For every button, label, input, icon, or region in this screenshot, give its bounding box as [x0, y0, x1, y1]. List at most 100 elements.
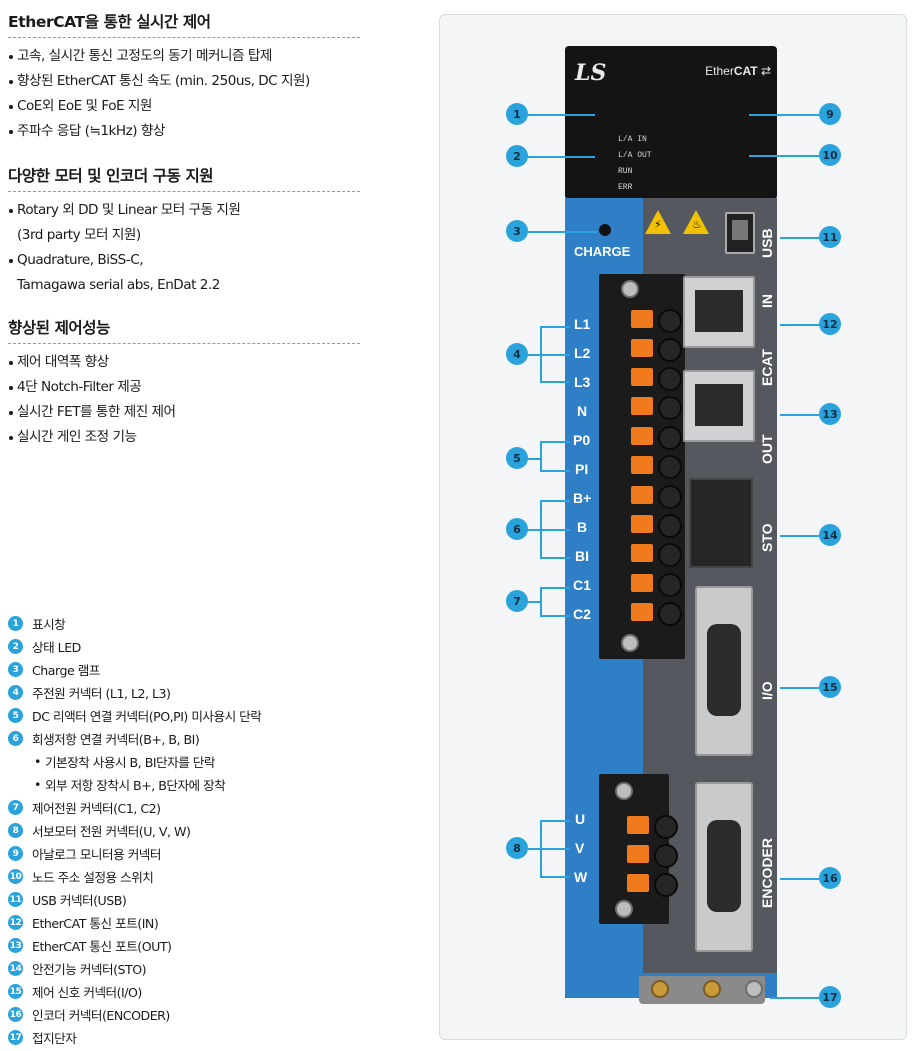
legend-subitem: 외부 저항 장착시 B+, B단자에 장착 — [8, 773, 348, 796]
callout-3: 3 — [506, 220, 528, 242]
terminal-pin — [631, 426, 682, 450]
callout-7: 7 — [506, 590, 528, 612]
callout-6: 6 — [506, 518, 528, 540]
feature-item: 주파수 응답 (≒1kHz) 향상 — [8, 119, 360, 144]
legend-item: 12 EtherCAT 통신 포트(IN) — [8, 911, 348, 934]
terminal-label-c2: C2 — [573, 606, 591, 622]
feature-section-ethercat: EtherCAT을 통한 실시간 제어 고속, 실시간 통신 고정도의 동기 메… — [8, 10, 360, 144]
terminal-pin — [631, 602, 682, 626]
callout-10: 10 — [819, 144, 841, 166]
callout-line — [527, 848, 541, 850]
terminal-label-p0: P0 — [573, 432, 591, 448]
terminal-label-pi: PI — [575, 461, 589, 477]
callout-line — [540, 820, 570, 822]
legend-text: 서보모터 전원 커넥터(U, V, W) — [32, 824, 191, 839]
callout-line — [749, 114, 819, 116]
legend-number: 8 — [8, 823, 23, 838]
callout-line — [540, 500, 570, 502]
feature-text: 실시간 게인 조정 기능 — [17, 429, 137, 445]
callout-11: 11 — [819, 226, 841, 248]
terminal-pin — [631, 309, 682, 333]
callout-line — [527, 458, 541, 460]
ethercat-logo-bold: CAT — [733, 64, 758, 78]
legend-text: USB 커넥터(USB) — [32, 893, 127, 908]
legend-text: EtherCAT 통신 포트(IN) — [32, 916, 159, 931]
callout-14: 14 — [819, 524, 841, 546]
feature-section-motor: 다양한 모터 및 인코더 구동 지원 Rotary 외 DD 및 Linear … — [8, 164, 360, 298]
legend-text: 회생저항 연결 커넥터(B+, B, BI) — [32, 732, 200, 747]
legend-number: 6 — [8, 731, 23, 746]
screw-icon — [615, 900, 633, 918]
legend-text: 표시창 — [32, 617, 66, 632]
feature-item: Quadrature, BiSS-C, Tamagawa serial abs,… — [8, 248, 360, 298]
feature-item: 제어 대역폭 향상 — [8, 350, 360, 375]
feature-text-cont: Tamagawa serial abs, EnDat 2.2 — [17, 277, 220, 293]
terminal-pin — [631, 573, 682, 597]
terminal-label-c1: C1 — [573, 577, 591, 593]
ls-logo: LS — [575, 60, 607, 86]
callout-line — [540, 441, 570, 443]
feature-text: 고속, 실시간 통신 고정도의 동기 메커니즘 탑제 — [17, 48, 272, 64]
terminal-pin — [631, 338, 682, 362]
ground-symbol-icon — [745, 980, 763, 998]
encoder-connector — [695, 782, 753, 952]
ground-screw-icon — [651, 980, 669, 998]
callout-line — [540, 587, 570, 589]
feature-item: Rotary 외 DD 및 Linear 모터 구동 지원 (3rd party… — [8, 198, 360, 248]
section-title: EtherCAT을 통한 실시간 제어 — [8, 10, 360, 38]
terminal-label-l3: L3 — [574, 374, 591, 390]
callout-4: 4 — [506, 343, 528, 365]
legend-text: EtherCAT 통신 포트(OUT) — [32, 939, 172, 954]
ecat-label: ECAT — [759, 348, 775, 386]
ground-screw-icon — [703, 980, 721, 998]
display-cover: LS EtherCAT ⇄ L/A IN L/A OUT RUN ERR — [565, 46, 777, 198]
legend-text: 접지단자 — [32, 1031, 77, 1046]
screw-icon — [621, 634, 639, 652]
terminal-label-l2: L2 — [574, 345, 591, 361]
feature-text: Rotary 외 DD 및 Linear 모터 구동 지원 — [17, 202, 241, 218]
callout-line — [527, 156, 595, 158]
callout-line — [540, 381, 570, 383]
legend-text: DC 리액터 연결 커넥터(PO,PI) 미사용시 단락 — [32, 709, 262, 724]
callout-line — [780, 687, 820, 689]
terminal-pin — [627, 873, 678, 897]
status-led-labels: L/A IN L/A OUT RUN ERR — [618, 132, 652, 196]
callout-line — [540, 848, 570, 850]
sto-connector — [689, 478, 753, 568]
feature-text: 주파수 응답 (≒1kHz) 향상 — [17, 123, 165, 139]
callout-5: 5 — [506, 447, 528, 469]
terminal-label-v: V — [575, 840, 585, 856]
terminal-pin — [627, 815, 678, 839]
screw-icon — [621, 280, 639, 298]
led-label: RUN — [618, 167, 633, 176]
feature-item: CoE외 EoE 및 FoE 지원 — [8, 94, 360, 119]
feature-item: 실시간 게인 조정 기능 — [8, 425, 360, 450]
callout-line — [527, 114, 595, 116]
charge-lamp — [599, 224, 611, 236]
feature-item: 고속, 실시간 통신 고정도의 동기 메커니즘 탑제 — [8, 44, 360, 69]
legend-number: 2 — [8, 639, 23, 654]
terminal-label-bi: BI — [575, 548, 589, 564]
legend-text: 주전원 커넥터 (L1, L2, L3) — [32, 686, 171, 701]
legend-item: 8 서보모터 전원 커넥터(U, V, W) — [8, 819, 348, 842]
legend-number: 17 — [8, 1030, 23, 1045]
callout-bracket — [540, 326, 542, 381]
io-connector — [695, 586, 753, 756]
callout-line — [780, 535, 820, 537]
led-label: L/A IN — [618, 135, 647, 144]
callout-15: 15 — [819, 676, 841, 698]
section-title: 향상된 제어성능 — [8, 316, 360, 344]
ethercat-out-port — [683, 370, 755, 442]
callout-line — [540, 470, 570, 472]
encoder-label: ENCODER — [759, 837, 775, 908]
callout-13: 13 — [819, 403, 841, 425]
io-label: I/O — [759, 681, 775, 700]
legend-number: 12 — [8, 915, 23, 930]
feature-item: 향상된 EtherCAT 통신 속도 (min. 250us, DC 지원) — [8, 69, 360, 94]
ethercat-logo-text: Ether — [705, 64, 734, 78]
screw-icon — [615, 782, 633, 800]
